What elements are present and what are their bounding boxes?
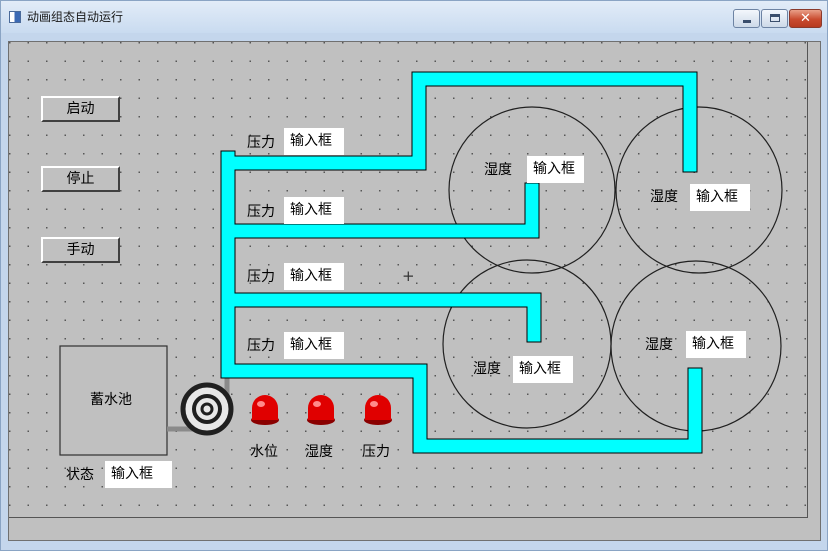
water-level-lamp (251, 395, 279, 425)
pressure-label-1: 压力 (247, 135, 275, 151)
tank-4-humidity-input[interactable]: 输入框 (686, 331, 746, 358)
manual-button[interactable]: 手动 (41, 237, 120, 263)
start-button[interactable]: 启动 (41, 96, 120, 122)
window-title: 动画组态自动运行 (27, 10, 124, 24)
tank-2-humidity-input[interactable]: 输入框 (690, 184, 750, 211)
water-pipes (221, 72, 702, 453)
reservoir-box (59, 345, 168, 456)
tank-1-humidity-input[interactable]: 输入框 (527, 156, 584, 183)
pressure-indicator-label: 压力 (362, 444, 390, 460)
tank-1 (448, 106, 616, 274)
tank-3-humidity-label: 湿度 (473, 361, 501, 377)
status-label: 状态 (66, 467, 94, 483)
tank-1-humidity-label: 湿度 (484, 162, 512, 178)
pressure-label-3: 压力 (247, 269, 275, 285)
pressure-input-4[interactable]: 输入框 (284, 332, 344, 359)
pressure-label-2: 压力 (247, 204, 275, 220)
tank-3-humidity-input[interactable]: 输入框 (513, 356, 573, 383)
reservoir-label: 蓄水池 (90, 392, 132, 408)
pressure-input-3[interactable]: 输入框 (284, 263, 344, 290)
tank-2 (615, 106, 783, 274)
pressure-input-2[interactable]: 输入框 (284, 197, 344, 224)
maximize-button[interactable] (761, 9, 788, 28)
tank-4-humidity-label: 湿度 (645, 337, 673, 353)
crosshair-cursor: + (402, 267, 415, 285)
pump-icon (180, 382, 234, 436)
pressure-input-1[interactable]: 输入框 (284, 128, 344, 155)
title-bar[interactable]: 动画组态自动运行 ✕ (1, 1, 827, 33)
status-strip (9, 519, 820, 540)
pressure-lamp (364, 395, 392, 425)
indicator-lights (251, 395, 392, 425)
close-button[interactable]: ✕ (789, 9, 822, 28)
status-input[interactable]: 输入框 (105, 461, 172, 488)
tank-3 (442, 259, 612, 429)
tank-2-humidity-label: 湿度 (650, 189, 678, 205)
minimize-icon (743, 20, 751, 23)
maximize-icon (770, 14, 780, 22)
process-diagram (59, 71, 783, 456)
scada-canvas: 启动 停止 手动 压力 输入框 压力 输入框 压力 输入框 压力 输入框 湿度 … (9, 42, 808, 518)
close-icon: ✕ (800, 11, 811, 26)
minimize-button[interactable] (733, 9, 760, 28)
pressure-label-4: 压力 (247, 338, 275, 354)
app-icon (9, 11, 21, 23)
humidity-lamp (307, 395, 335, 425)
stop-button[interactable]: 停止 (41, 166, 120, 192)
humidity-indicator-label: 湿度 (305, 444, 333, 460)
water-level-label: 水位 (250, 444, 278, 460)
client-area: 启动 停止 手动 压力 输入框 压力 输入框 压力 输入框 压力 输入框 湿度 … (8, 41, 821, 541)
